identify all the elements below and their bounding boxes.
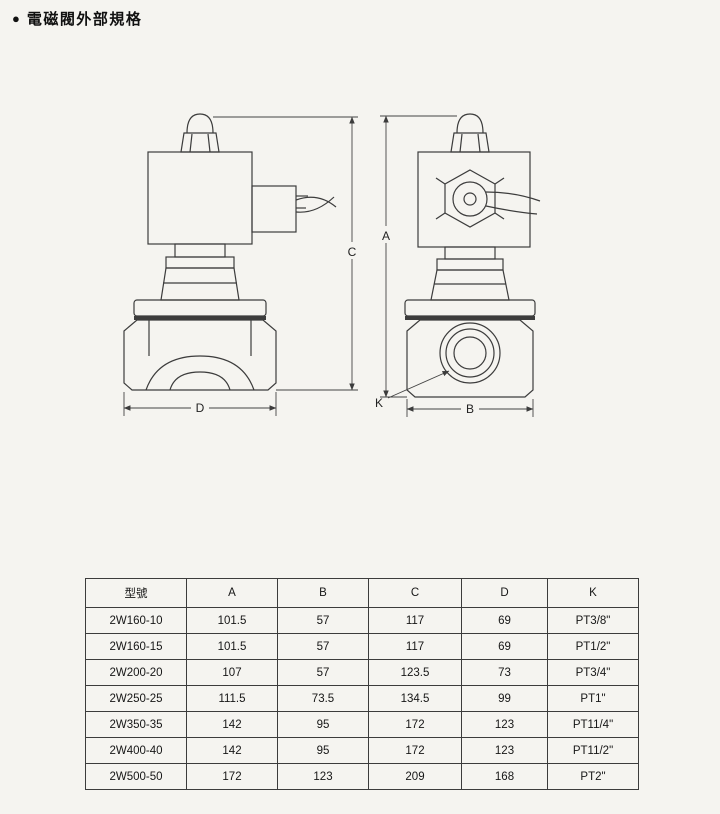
hex-nut bbox=[450, 132, 490, 153]
valve-body bbox=[123, 319, 277, 391]
dim-label-b: B bbox=[466, 402, 474, 416]
table-cell: 172 bbox=[186, 763, 278, 790]
port-label-k: K bbox=[375, 396, 383, 410]
gasket bbox=[405, 316, 535, 320]
table-row: 2W160-10 101.5 57 117 69 PT3/8" bbox=[85, 607, 639, 634]
table-cell: PT3/8" bbox=[547, 607, 639, 634]
coil-body bbox=[147, 151, 253, 245]
table-cell: 117 bbox=[368, 607, 462, 634]
table-cell: 168 bbox=[461, 763, 548, 790]
table-cell: 101.5 bbox=[186, 607, 278, 634]
table-cell: 2W160-15 bbox=[85, 633, 187, 660]
table-cell: 172 bbox=[368, 737, 462, 764]
table-cell: 2W350-35 bbox=[85, 711, 187, 738]
lead-wire bbox=[295, 196, 335, 213]
flange bbox=[404, 299, 536, 317]
table-row: 2W400-40 142 95 172 123 PT11/2" bbox=[85, 737, 639, 764]
table-cell: PT11/2" bbox=[547, 737, 639, 764]
table-cell: 117 bbox=[368, 633, 462, 660]
table-cell: 95 bbox=[277, 737, 369, 764]
table-cell: 95 bbox=[277, 711, 369, 738]
table-cell: 2W250-25 bbox=[85, 685, 187, 712]
valve-side-view bbox=[123, 113, 337, 391]
table-cell: 123 bbox=[461, 737, 548, 764]
table-cell: 69 bbox=[461, 607, 548, 634]
valve-drawings: D C bbox=[123, 113, 541, 417]
hex-nut bbox=[180, 132, 220, 153]
table-header-d: D bbox=[461, 578, 548, 608]
table-row: 2W250-25 111.5 73.5 134.5 99 PT1" bbox=[85, 685, 639, 712]
table-cell: 123 bbox=[461, 711, 548, 738]
table-cell: 2W400-40 bbox=[85, 737, 187, 764]
table-cell: 2W160-10 bbox=[85, 607, 187, 634]
table-row: 2W500-50 172 123 209 168 PT2" bbox=[85, 763, 639, 790]
table-header-c: C bbox=[368, 578, 462, 608]
coil-body bbox=[417, 151, 531, 248]
table-cell: 134.5 bbox=[368, 685, 462, 712]
table-cell: 107 bbox=[186, 659, 278, 686]
valve-front-view bbox=[404, 113, 541, 398]
port-leader-k bbox=[387, 370, 450, 399]
table-cell: PT3/4" bbox=[547, 659, 639, 686]
table-cell: PT1" bbox=[547, 685, 639, 712]
lead-wire bbox=[485, 191, 541, 202]
table-row: 2W200-20 107 57 123.5 73 PT3/4" bbox=[85, 659, 639, 686]
port-opening bbox=[439, 322, 501, 384]
table-cell: 73 bbox=[461, 659, 548, 686]
section-title-text: 電磁閥外部規格 bbox=[26, 11, 143, 28]
table-cell: 142 bbox=[186, 737, 278, 764]
table-cell: 123.5 bbox=[368, 659, 462, 686]
dim-label-d: D bbox=[196, 401, 205, 415]
flange bbox=[133, 299, 267, 317]
gasket bbox=[134, 316, 266, 320]
table-cell: 2W500-50 bbox=[85, 763, 187, 790]
dimension-a bbox=[378, 115, 457, 398]
dim-label-a: A bbox=[382, 229, 390, 243]
table-row: 2W160-15 101.5 57 117 69 PT1/2" bbox=[85, 633, 639, 660]
table-cell: 57 bbox=[277, 607, 369, 634]
table-header-row: 型號 A B C D K bbox=[85, 578, 639, 608]
table-cell: 101.5 bbox=[186, 633, 278, 660]
table-cell: 123 bbox=[277, 763, 369, 790]
lead-wire bbox=[485, 205, 538, 215]
table-header-model: 型號 bbox=[85, 578, 187, 608]
table-cell: 111.5 bbox=[186, 685, 278, 712]
spec-table: 型號 A B C D K 2W160-10 101.5 57 117 69 PT… bbox=[85, 578, 639, 790]
table-cell: 57 bbox=[277, 633, 369, 660]
table-row: 2W350-35 142 95 172 123 PT11/4" bbox=[85, 711, 639, 738]
table-cell: 2W200-20 bbox=[85, 659, 187, 686]
dome-cap bbox=[186, 113, 214, 134]
dim-label-c: C bbox=[348, 245, 357, 259]
table-cell: PT1/2" bbox=[547, 633, 639, 660]
table-cell: 57 bbox=[277, 659, 369, 686]
table-cell: 99 bbox=[461, 685, 548, 712]
table-cell: 209 bbox=[368, 763, 462, 790]
dimension-c bbox=[213, 116, 360, 391]
section-title: ● 電磁閥外部規格 bbox=[12, 8, 142, 29]
table-cell: 69 bbox=[461, 633, 548, 660]
table-header-k: K bbox=[547, 578, 639, 608]
table-cell: 142 bbox=[186, 711, 278, 738]
table-cell: 172 bbox=[368, 711, 462, 738]
dome-cap bbox=[456, 113, 484, 134]
dimension-d bbox=[123, 392, 277, 416]
bullet-icon: ● bbox=[12, 11, 20, 26]
valve-body bbox=[406, 319, 534, 398]
connector-box bbox=[251, 185, 297, 233]
table-header-a: A bbox=[186, 578, 278, 608]
table-cell: PT2" bbox=[547, 763, 639, 790]
table-header-b: B bbox=[277, 578, 369, 608]
dimension-b bbox=[406, 399, 534, 417]
table-cell: 73.5 bbox=[277, 685, 369, 712]
table-cell: PT11/4" bbox=[547, 711, 639, 738]
lead-wire bbox=[295, 196, 337, 208]
